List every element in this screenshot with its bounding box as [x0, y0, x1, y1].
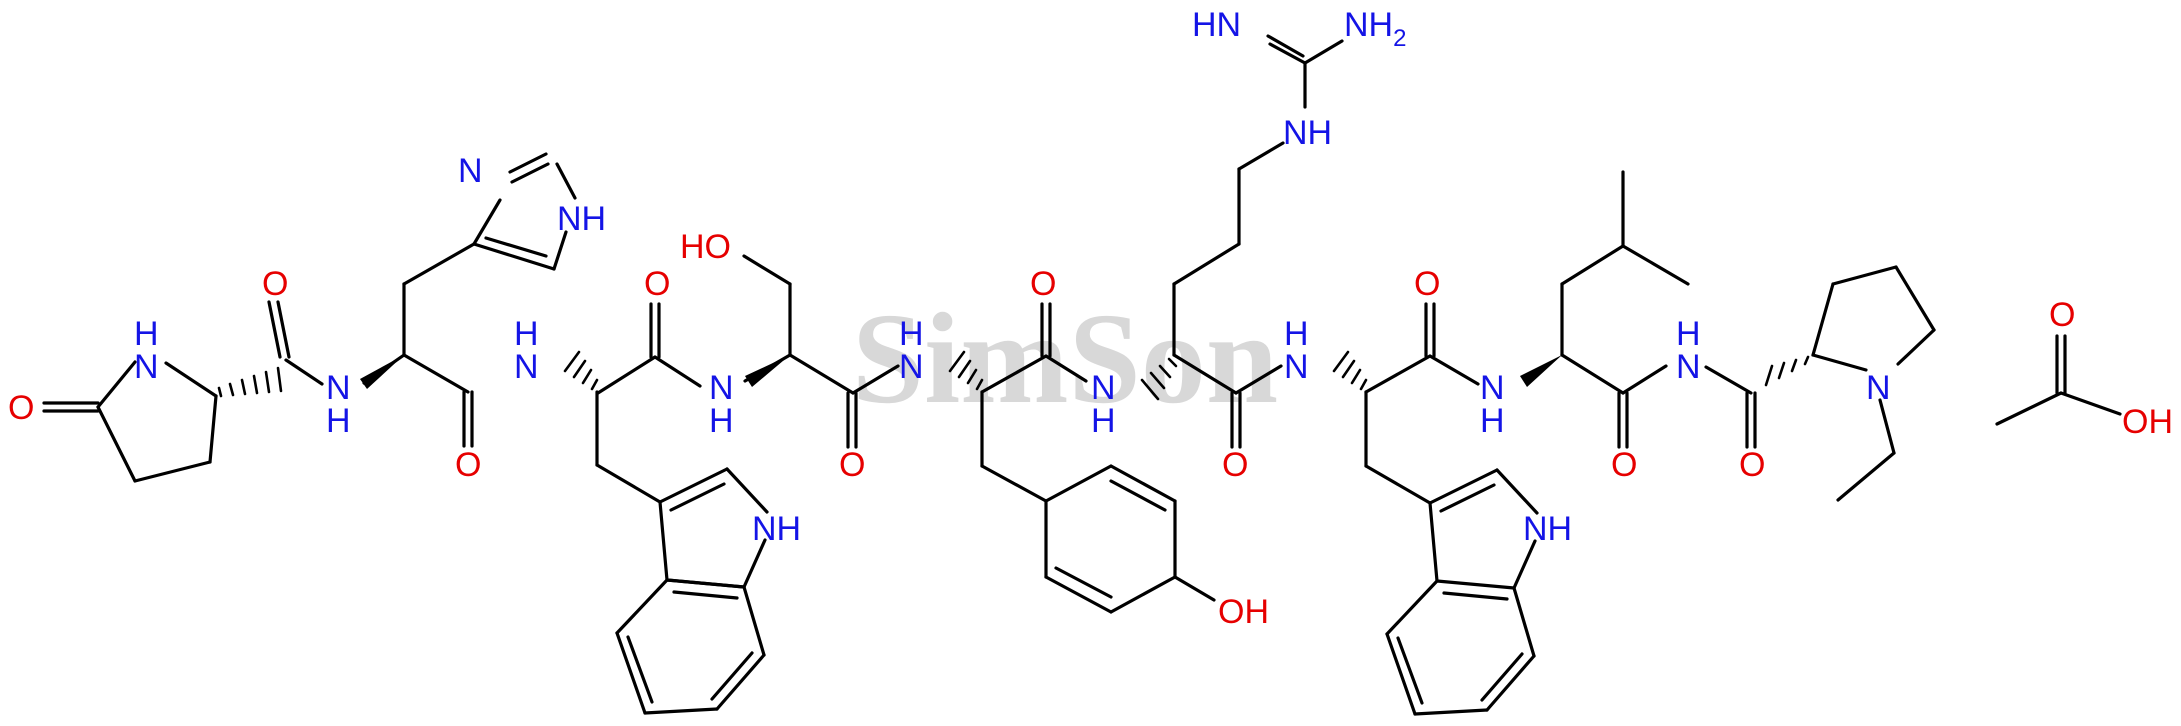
atom-n-amide6: N: [1284, 348, 1309, 386]
atom-nh-indole1: NH: [752, 510, 801, 548]
atom-h-amide4: H: [899, 315, 924, 353]
solid-wedges: [360, 355, 1562, 389]
atom-o-c2: O: [455, 446, 481, 484]
atom-o-c3: O: [644, 265, 670, 303]
atom-o-c4: O: [839, 446, 865, 484]
atom-n-amide1: N: [326, 369, 351, 407]
atom-n-amide3: N: [709, 369, 734, 407]
atom-o-c6: O: [1222, 446, 1248, 484]
watermark: SimSon: [852, 287, 1278, 431]
bond-lines: [42, 34, 2122, 716]
atom-h-amide1: H: [326, 402, 351, 440]
atom-h-amide2: H: [514, 315, 539, 353]
atom-oh-acetic: OH: [2122, 403, 2173, 441]
atom-n-amide4: N: [899, 348, 924, 386]
atom-nh-indole2: NH: [1523, 510, 1572, 548]
atom-o-c1: O: [262, 265, 288, 303]
atom-oh-tyrosine: OH: [1218, 593, 1269, 631]
atom-nh-imidazole: NH: [557, 200, 606, 238]
atom-n-pyroglu: N: [134, 348, 159, 386]
atom-h-pyroglu: H: [134, 315, 159, 353]
atom-h-amide3: H: [709, 402, 734, 440]
atom-o-c5: O: [1030, 265, 1056, 303]
atom-n-amide7: N: [1480, 369, 1505, 407]
atom-hn-guanidine: HN: [1192, 6, 1241, 44]
atom-o-c9: O: [1739, 446, 1765, 484]
atom-n-imidazole: N: [458, 152, 483, 190]
atom-h-amide6: H: [1284, 315, 1309, 353]
atom-h-amide7: H: [1480, 402, 1505, 440]
atom-n-amide2: N: [514, 348, 539, 386]
atom-ho-serine: HO: [680, 228, 731, 266]
atom-n-proline: N: [1866, 369, 1891, 407]
atom-o-c7: O: [1414, 265, 1440, 303]
atom-n-amide8: N: [1676, 348, 1701, 386]
hashed-wedges: [217, 350, 1810, 401]
atom-o-c8: O: [1611, 446, 1637, 484]
atom-labels: O H N O N H N NH O H N O HO N H NH O H N…: [8, 6, 2173, 631]
atom-h-amide5: H: [1091, 402, 1116, 440]
atom-nh-guanidine: NH: [1283, 114, 1332, 152]
atom-n-amide5: N: [1091, 369, 1116, 407]
atom-h-amide8: H: [1676, 315, 1701, 353]
atom-o-pyroglu: O: [8, 389, 34, 427]
atom-nh2-guanidine: NH2: [1344, 6, 1406, 52]
atom-o-acetic: O: [2049, 296, 2075, 334]
